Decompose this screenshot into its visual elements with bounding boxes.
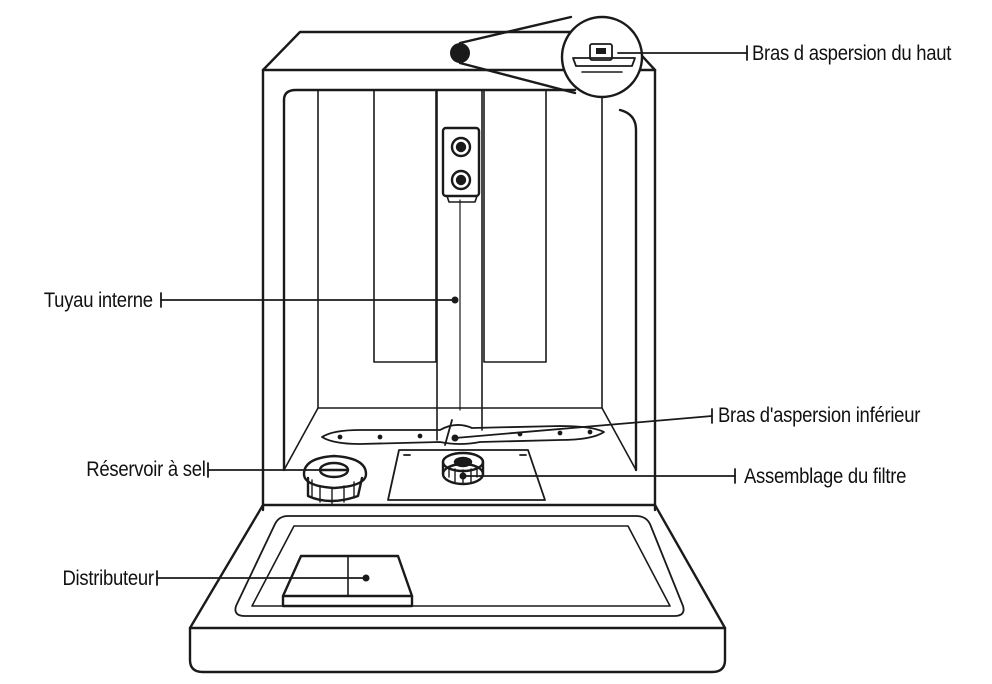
label-salt-reservoir: Réservoir à sel bbox=[86, 458, 207, 481]
pipe-callout-dot bbox=[451, 296, 459, 304]
label-lower-spray-arm: Bras d'aspersion inférieur bbox=[718, 404, 921, 427]
top-spray-arm-magnifier bbox=[450, 15, 644, 99]
internal-pipe bbox=[436, 89, 483, 441]
rack-guide-panels bbox=[373, 89, 547, 363]
label-internal-pipe: Tuyau interne bbox=[44, 289, 153, 312]
detergent-dispenser bbox=[281, 554, 414, 608]
filter-plate bbox=[387, 449, 546, 501]
salt-reservoir-cap bbox=[302, 454, 368, 505]
lower-spray-arm bbox=[321, 419, 605, 446]
label-filter-assembly: Assemblage du filtre bbox=[744, 465, 907, 488]
label-dispenser: Distributeur bbox=[62, 567, 155, 590]
inner-tub bbox=[282, 88, 638, 472]
spray-arm-callout-dot bbox=[451, 434, 459, 442]
label-top-spray-arm: Bras d aspersion du haut bbox=[752, 42, 952, 65]
callout-leader-lines bbox=[156, 45, 748, 586]
dispenser-callout-dot bbox=[362, 574, 370, 582]
filter-callout-dot bbox=[459, 472, 467, 480]
pipe-coupling bbox=[441, 126, 481, 203]
dishwasher-door bbox=[188, 503, 727, 674]
